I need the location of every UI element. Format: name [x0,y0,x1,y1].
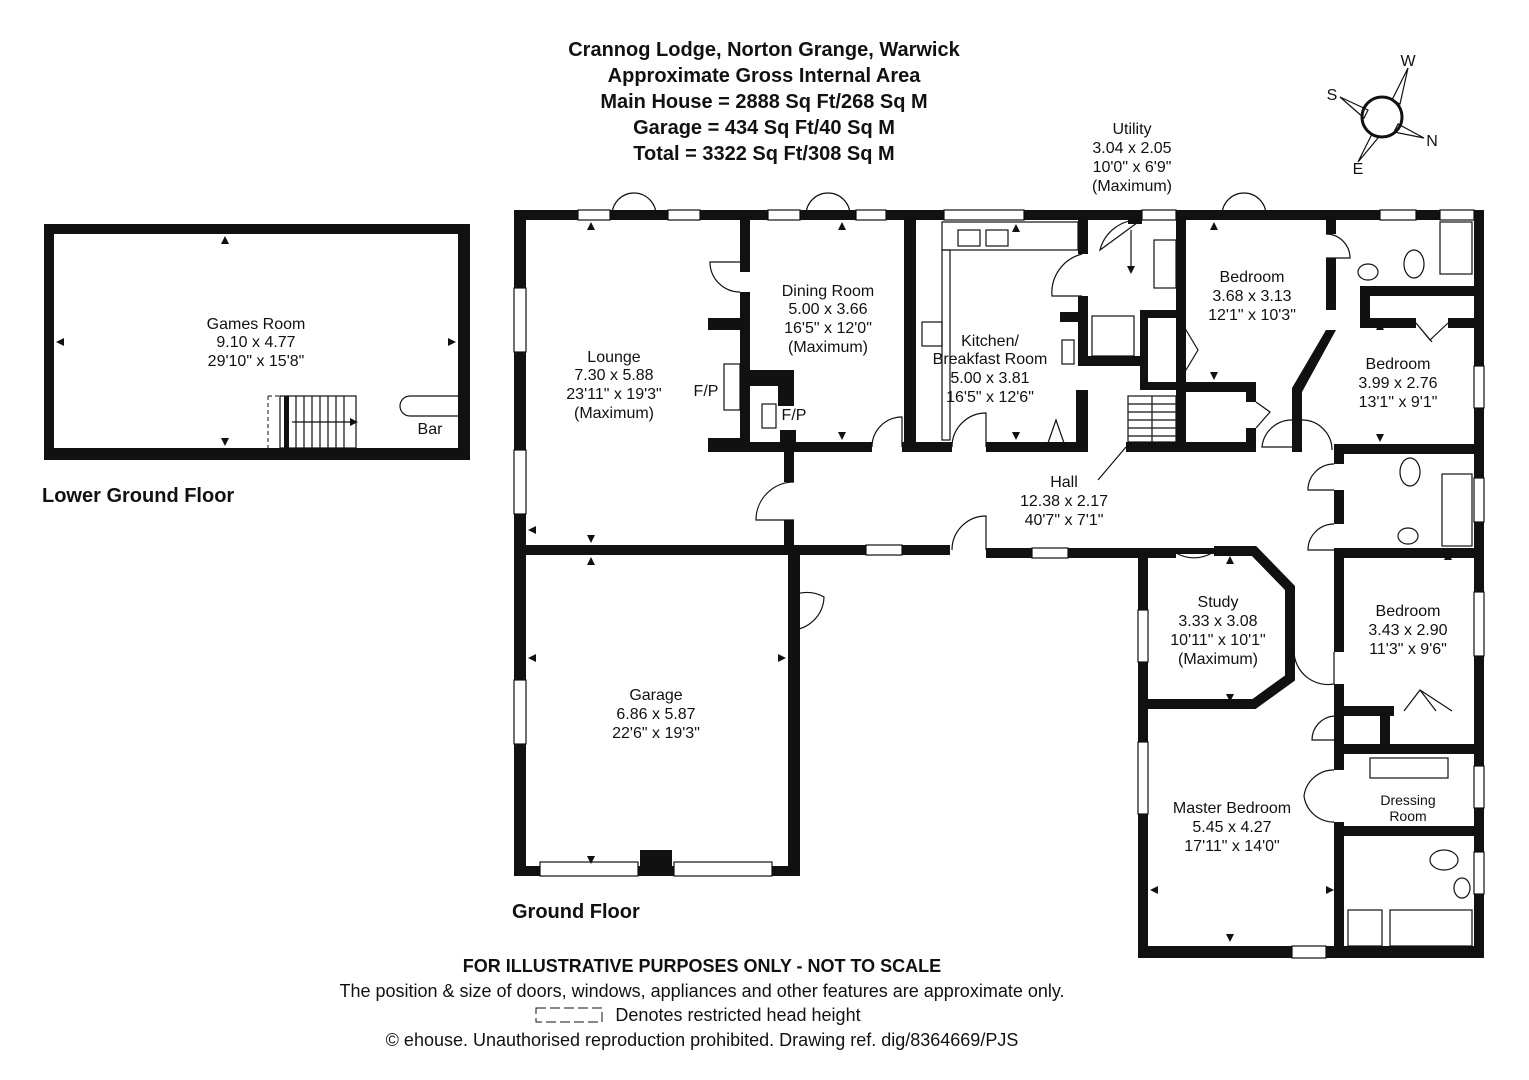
bar-label: Bar [418,421,444,438]
lounge-imperial: 23'11" x 19'3" [566,386,661,403]
master-bedroom-label: Master Bedroom [1173,800,1291,817]
bedroom-3-label: Bedroom [1376,603,1441,620]
doors [611,192,1453,823]
fixtures [723,221,1473,947]
master-bedroom-imperial: 17'11" x 14'0" [1184,838,1279,855]
utility-metric: 3.04 x 2.05 [1092,140,1171,157]
bar-counter [399,395,458,417]
main-house-area: Main House = 2888 Sq Ft/268 Sq M [600,91,927,113]
room-labels: Lounge 7.30 x 5.88 23'11" x 19'3" (Maxim… [566,121,1447,855]
lounge-metric: 7.30 x 5.88 [574,367,653,384]
dining-room-note: (Maximum) [788,339,868,356]
kitchen-imperial: 16'5" x 12'6" [946,389,1034,406]
games-room-imperial: 29'10" x 15'8" [208,353,305,370]
ground-floor-label: Ground Floor [512,901,640,923]
restricted-height-key-icon [535,1007,603,1023]
dimension-markers [528,222,1452,942]
compass-west: W [1400,53,1416,70]
bath-icon [1441,473,1473,547]
dining-room-imperial: 16'5" x 12'0" [784,320,872,337]
bedroom-3-imperial: 11'3" x 9'6" [1369,641,1447,658]
windows [513,209,1485,959]
garage-area: Garage = 434 Sq Ft/40 Sq M [633,117,895,139]
compass-south: S [1327,87,1338,104]
master-bedroom-metric: 5.45 x 4.27 [1192,819,1271,836]
dining-room-metric: 5.00 x 3.66 [788,301,867,318]
compass-icon: W S N E [1327,53,1438,178]
games-room-metric: 9.10 x 4.77 [216,334,295,351]
hall-label: Hall [1050,474,1078,491]
plan-footer: FOR ILLUSTRATIVE PURPOSES ONLY - NOT TO … [339,956,1064,1050]
garage-label: Garage [629,687,682,704]
restricted-height-note: Denotes restricted head height [615,1005,860,1025]
hall-metric: 12.38 x 2.17 [1020,493,1108,510]
lounge-note: (Maximum) [574,405,654,422]
study-label: Study [1198,594,1239,611]
stairs-icon [267,395,358,449]
lower-ground-floor-plan: Games Room 9.10 x 4.77 29'10" x 15'8" Ba… [44,224,470,460]
bedroom-1-metric: 3.68 x 3.13 [1212,288,1291,305]
bedroom-1-label: Bedroom [1220,269,1285,286]
fireplace-2-label: F/P [782,407,807,424]
bedroom-2-metric: 3.99 x 2.76 [1358,375,1437,392]
utility-label: Utility [1112,121,1151,138]
compass-east: E [1353,161,1364,178]
shower-icon [1439,221,1473,275]
basin-icon [1357,263,1379,281]
utility-imperial: 10'0" x 6'9" [1093,159,1172,176]
lower-ground-floor-label: Lower Ground Floor [42,485,234,507]
study-note: (Maximum) [1178,651,1258,668]
fireplace-2-icon [761,403,777,429]
fireplace-1-icon [723,363,741,411]
utility-note: (Maximum) [1092,178,1172,195]
study-imperial: 10'11" x 10'1" [1170,632,1265,649]
garage-metric: 6.86 x 5.87 [616,706,695,723]
dining-room-label: Dining Room [782,283,874,300]
bedroom-1-imperial: 12'1" x 10'3" [1208,307,1296,324]
bedroom-2-label: Bedroom [1366,356,1431,373]
toilet-icon [1403,249,1425,279]
garage-imperial: 22'6" x 19'3" [612,725,700,742]
dressing-room-label-1: Dressing [1380,792,1435,808]
disclaimer-text: FOR ILLUSTRATIVE PURPOSES ONLY - NOT TO … [463,956,941,976]
study-metric: 3.33 x 3.08 [1178,613,1257,630]
kitchen-metric: 5.00 x 3.81 [950,370,1029,387]
kitchen-label-1: Kitchen/ [961,333,1019,350]
property-title: Crannog Lodge, Norton Grange, Warwick [568,39,960,61]
bedroom-3-metric: 3.43 x 2.90 [1368,622,1447,639]
compass-north: N [1426,133,1438,150]
lounge-label: Lounge [587,349,640,366]
copyright-text: © ehouse. Unauthorised reproduction proh… [386,1030,1019,1050]
hob-icon [921,321,943,347]
dressing-room-label-2: Room [1389,808,1426,824]
ground-stairs-icon [1127,395,1177,443]
kitchen-label-2: Breakfast Room [933,351,1048,368]
plan-header: Crannog Lodge, Norton Grange, Warwick Ap… [568,39,960,165]
games-room-label: Games Room [207,316,306,333]
bedroom-2-imperial: 13'1" x 9'1" [1359,394,1438,411]
approximation-note: The position & size of doors, windows, a… [339,981,1064,1001]
fireplace-1-label: F/P [694,383,719,400]
total-area: Total = 3322 Sq Ft/308 Sq M [633,143,894,165]
area-heading: Approximate Gross Internal Area [608,65,922,87]
ground-floor-walls [514,210,1484,958]
sink-icon [957,229,981,247]
hall-imperial: 40'7" x 7'1" [1025,512,1104,529]
